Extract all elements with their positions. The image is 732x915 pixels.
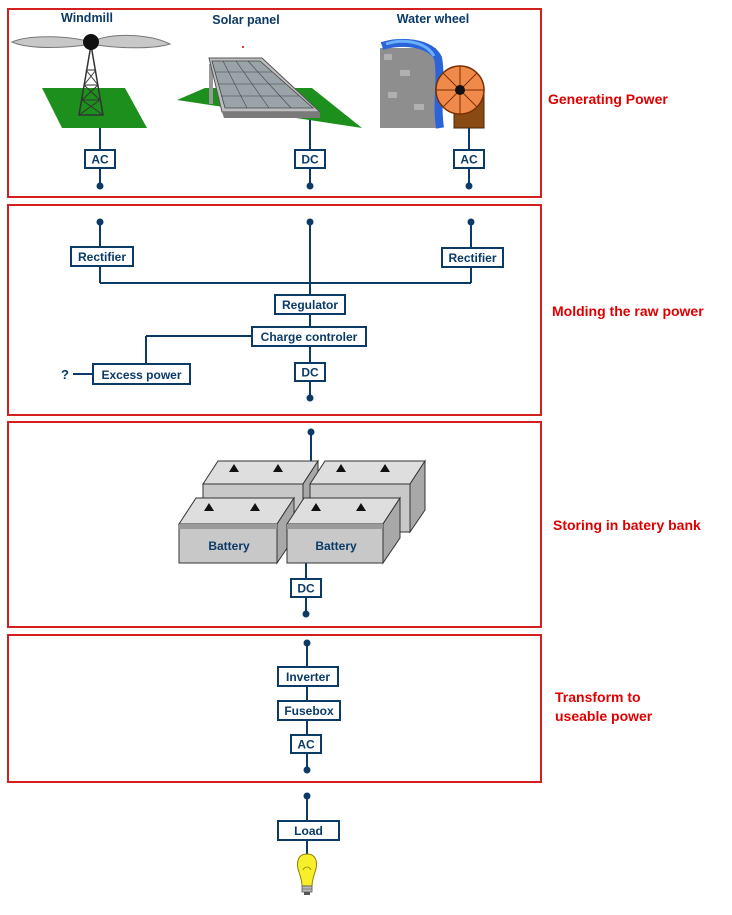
stage-transform-label-2: useable power	[555, 708, 653, 724]
stage-generating-label: Generating Power	[548, 91, 668, 107]
stage-molding-box	[7, 204, 542, 416]
ac-label-windmill: AC	[91, 153, 109, 167]
load: Load	[294, 824, 323, 838]
inverter: Inverter	[286, 670, 330, 684]
ac-label-waterwheel: AC	[460, 153, 478, 167]
rectifier-right: Rectifier	[448, 251, 496, 265]
rectifier-left: Rectifier	[78, 250, 126, 264]
water-wheel-icon	[380, 38, 485, 129]
water-wheel-title: Water wheel	[397, 12, 469, 26]
stage-generating-box	[7, 8, 542, 198]
stage-molding-label: Molding the raw power	[552, 303, 704, 319]
light-bulb-icon	[297, 853, 317, 895]
solar-panel-title: Solar panel	[212, 13, 279, 27]
windmill-icon	[10, 34, 172, 128]
battery-label-left: Battery	[208, 539, 250, 553]
battery-label-right: Battery	[315, 539, 357, 553]
battery-icon-2	[286, 496, 401, 565]
stage-storing-label: Storing in batery bank	[553, 517, 701, 533]
solar-panel-icon	[177, 46, 362, 128]
battery-icon	[178, 496, 295, 565]
stage-transform-box	[7, 634, 542, 783]
regulator: Regulator	[282, 298, 338, 312]
fusebox: Fusebox	[284, 704, 334, 718]
excess-power: Excess power	[101, 368, 181, 382]
stage-transform-label-1: Transform to	[555, 689, 641, 705]
windmill-title: Windmill	[61, 11, 113, 25]
question-mark: ?	[61, 367, 69, 382]
stage-storing-box	[7, 421, 542, 628]
dc-label-solar: DC	[301, 153, 319, 167]
dc-label-storage: DC	[297, 582, 315, 596]
charge-controller: Charge controler	[261, 330, 358, 344]
ac-label-output: AC	[297, 738, 315, 752]
dc-label-molding: DC	[301, 366, 319, 380]
